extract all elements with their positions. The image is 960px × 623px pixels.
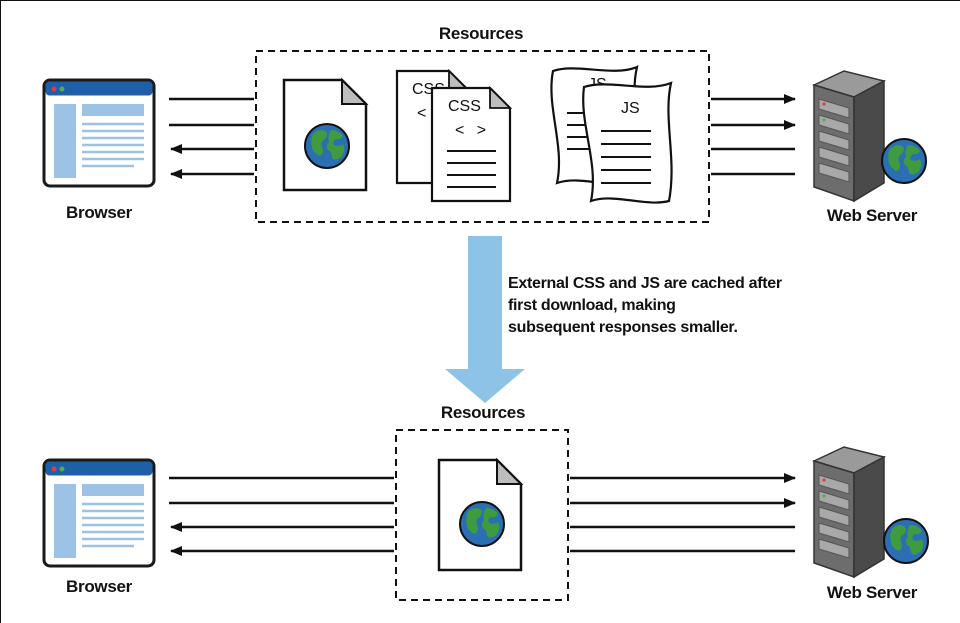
svg-text:< >: < >	[455, 122, 490, 139]
resources-label-top: Resources	[439, 24, 523, 43]
server-label-bottom: Web Server	[827, 583, 918, 602]
server-response-arrows-bottom	[570, 473, 796, 553]
svg-text:CSS: CSS	[448, 98, 481, 115]
server-label-top: Web Server	[827, 206, 918, 225]
svg-text:first download, making: first download, making	[508, 297, 676, 314]
browser-label-bottom: Browser	[66, 577, 133, 596]
web-server-icon	[813, 70, 927, 202]
browser-request-arrows-bottom	[169, 476, 394, 556]
browser-label-top: Browser	[66, 203, 133, 222]
globe-icon	[881, 138, 927, 184]
resources-label-bottom: Resources	[441, 403, 525, 422]
globe-icon	[459, 501, 505, 547]
svg-text:subsequent responses smaller.: subsequent responses smaller.	[508, 319, 738, 336]
svg-text:JS: JS	[621, 100, 640, 117]
browser-icon	[42, 78, 156, 188]
browser-icon	[42, 458, 156, 568]
css-file-icon: CSS < CSS < >	[395, 68, 513, 203]
globe-icon	[304, 123, 350, 169]
js-scroll-icon: JS JS	[550, 65, 673, 204]
server-response-arrows-top	[711, 94, 796, 176]
cache-note: External CSS and JS are cached after fir…	[508, 275, 782, 336]
html-page-icon	[437, 458, 523, 572]
resources-box-bottom	[395, 429, 569, 601]
browser-request-arrows-top	[169, 97, 254, 179]
globe-icon	[883, 518, 929, 564]
web-server-icon	[813, 446, 929, 578]
svg-text:External CSS and JS are cached: External CSS and JS are cached after	[508, 275, 782, 292]
html-page-icon	[282, 78, 368, 192]
svg-text:<: <	[417, 105, 426, 122]
cache-arrow-icon	[445, 236, 525, 403]
